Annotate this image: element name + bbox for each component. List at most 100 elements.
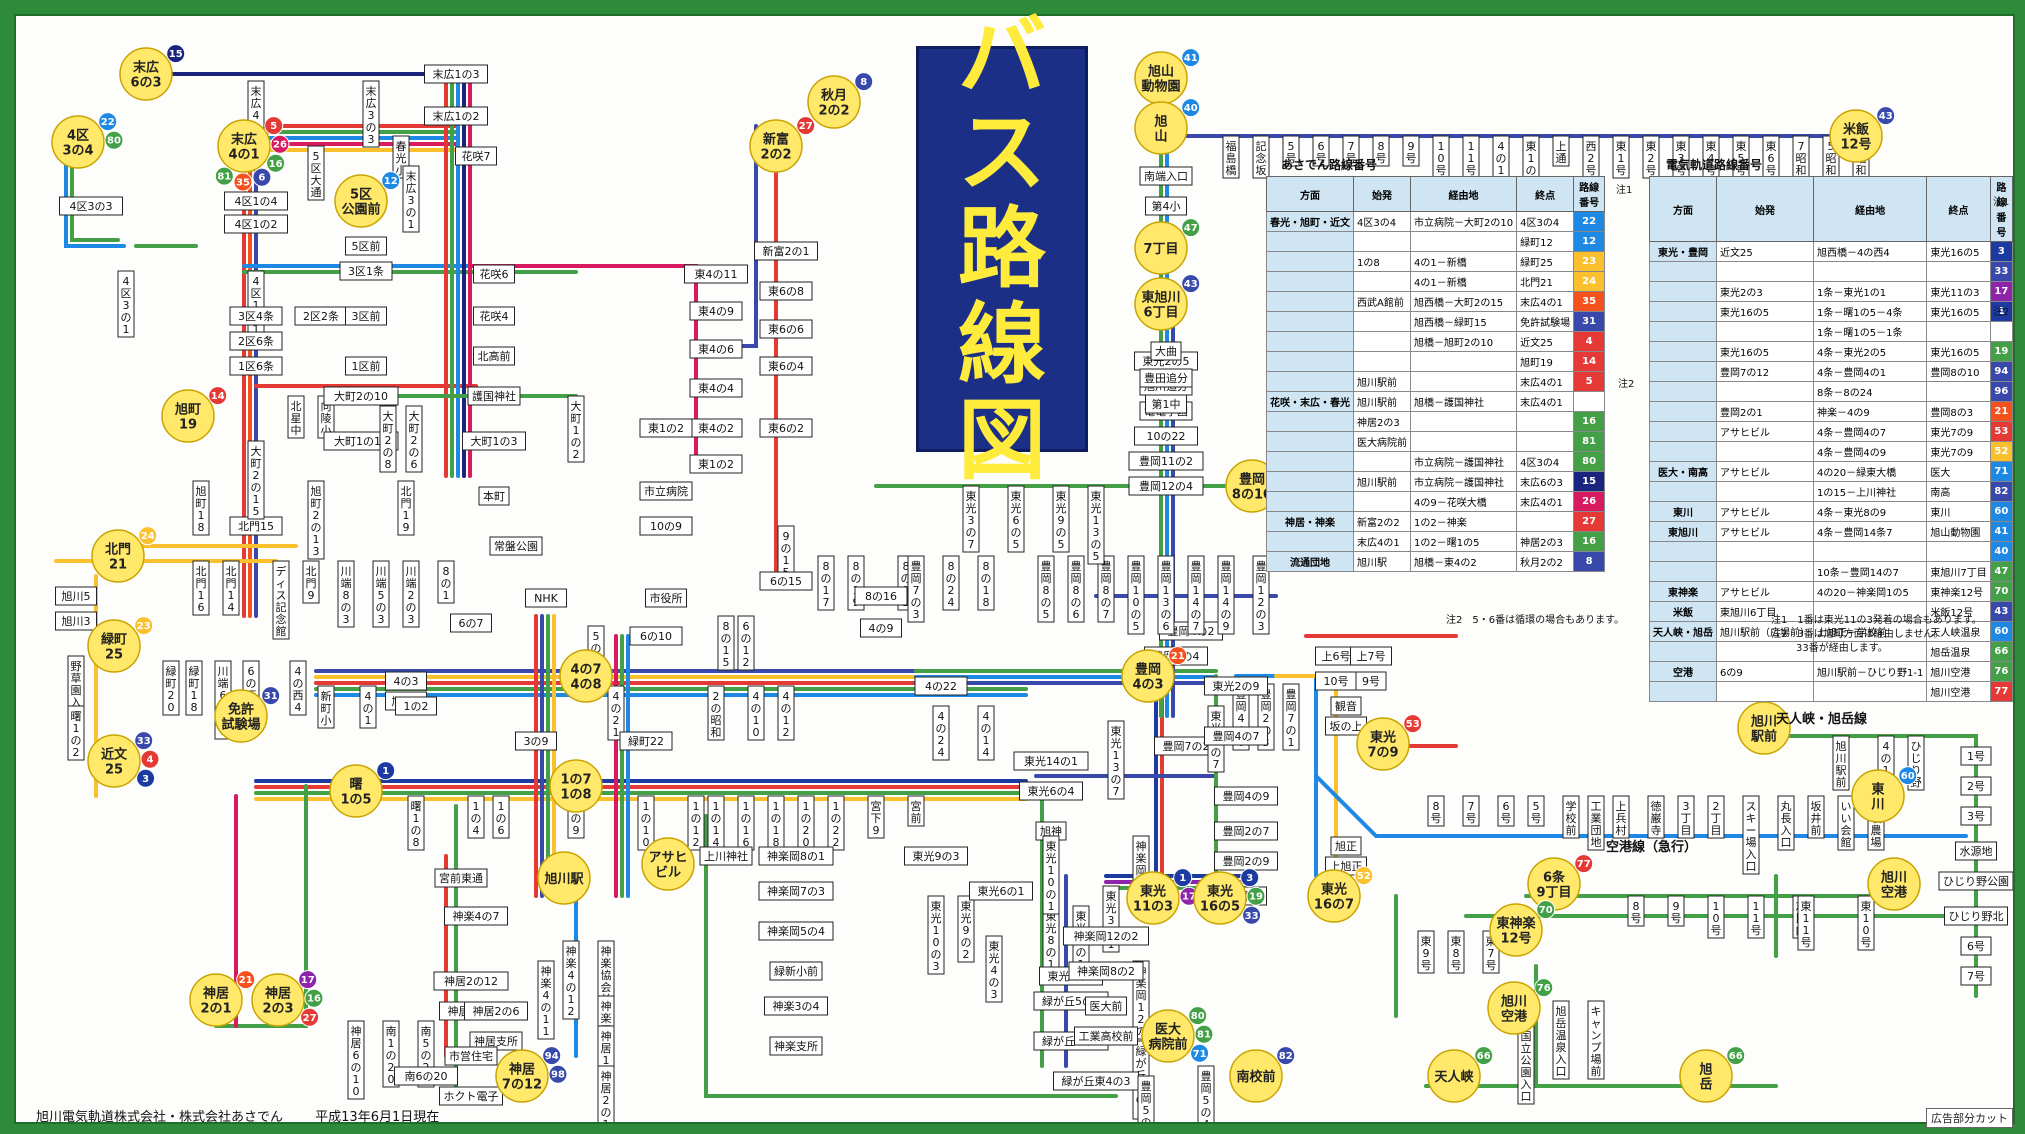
terminal-label: 4の8 [570, 678, 601, 693]
stop-label: 号 [1676, 164, 1687, 177]
bus-stop: 豊岡4の7 [1204, 726, 1268, 746]
stop-label: 入 [1746, 848, 1757, 861]
stop-label: 号 [1751, 924, 1762, 937]
table-cell: 空港 [1649, 661, 1717, 682]
stop-label: 旭川3 [62, 614, 91, 628]
stop-label: 曙 [411, 800, 422, 813]
stop-label: 居 [601, 1042, 612, 1055]
stop-label: 居 [601, 1082, 612, 1095]
stop-label: 3 [343, 613, 350, 626]
issue-date: 平成13年6月1日現在 [315, 1110, 440, 1125]
stop-label: 南 [386, 1025, 397, 1038]
route-number: 16 [269, 159, 283, 170]
route-number-badge: 1 [376, 761, 396, 781]
stop-label: 号 [1736, 164, 1747, 177]
stop-label: 0 [388, 1073, 395, 1086]
stop-label: 8 [443, 565, 450, 578]
table-row: 33 [1649, 261, 2014, 282]
bus-stop: 市立病院 [639, 481, 693, 501]
route-number-badge: 81 [214, 166, 234, 186]
route-number-badge: 3 [1240, 868, 1260, 888]
route-number-badge: 60 [1898, 766, 1918, 786]
bus-stop: 6の7 [450, 613, 492, 633]
col-header: 経由地 [1409, 176, 1518, 212]
stop-label: の [1221, 608, 1232, 621]
stop-label: 区 [311, 162, 322, 175]
bus-stop: 福島橋 [1222, 135, 1240, 179]
col-header: 始発 [1353, 176, 1411, 212]
map-sheet: 末広1の3末広1の2花咲7末広4の3末広3の35区大通春光小末広3の14区1の4… [14, 9, 2015, 1128]
stop-label: 号 [1646, 164, 1657, 177]
table-cell: 市立病院－大町2の10 [1409, 211, 1518, 232]
table-cell: 末広4の1 [1516, 371, 1575, 392]
route-number-badge: 43 [1181, 274, 1201, 294]
bus-stop: 神居2の10 [597, 1065, 615, 1122]
bus-stop: 7号 [1462, 795, 1480, 827]
stop-label: 旭正 [1335, 839, 1357, 853]
table-cell [1649, 381, 1717, 402]
bus-stop: 4区3の3 [59, 196, 123, 216]
bus-stop: 豊岡12の4 [1128, 476, 1204, 496]
stop-label: の [341, 601, 352, 614]
stop-label: 2 [573, 448, 580, 461]
stop-label: の [571, 436, 582, 449]
table-cell: 旭川空港 [1926, 681, 1991, 702]
stop-label: 入 [1521, 1078, 1532, 1091]
stop-label: 1 [603, 1054, 610, 1067]
bus-stop: NHK [525, 588, 567, 608]
table-cell: 末広4の1 [1516, 291, 1575, 312]
stop-label: 坂 [1811, 800, 1822, 813]
terminal-label: 神居 [203, 986, 229, 1002]
stop-label: 10の9 [650, 520, 682, 533]
stop-label: NHK [534, 592, 559, 605]
stop-label: 町 [166, 677, 177, 690]
stop-label: の [721, 632, 732, 645]
stop-label: 8 [1048, 934, 1055, 947]
stop-label: 1 [408, 218, 415, 231]
stop-label: 4 [983, 710, 990, 723]
stop-label: 2 [783, 726, 790, 739]
table-cell: 天人峡・旭岳 [1649, 621, 1717, 642]
stop-label: 8 [191, 701, 198, 714]
table-cell [1516, 511, 1575, 532]
table-cell [1649, 341, 1717, 362]
line-label-tenninkyo: 天人峡・旭岳線 [1776, 712, 1868, 727]
stop-label: 区 [121, 287, 132, 300]
table-cell [1812, 261, 1928, 282]
stop-label: 2区6条 [238, 334, 274, 348]
stop-label: の [601, 1106, 612, 1119]
stop-label: 4 [991, 964, 998, 977]
bus-stop: 9の15 [777, 525, 795, 581]
stop-label: の [741, 632, 752, 645]
stop-label: 光 [1111, 736, 1122, 750]
stop-label: 東 [1736, 140, 1747, 153]
stop-label: 本町 [483, 489, 505, 503]
stop-label: 福 [1226, 139, 1237, 153]
table-cell [1266, 231, 1354, 252]
stop-label: 岡 [1286, 700, 1297, 713]
bus-stop: 護国神社 [467, 386, 521, 406]
stop-label: 1 [743, 824, 750, 837]
stop-label: 2 [388, 1061, 395, 1074]
dentetsu-note-2: 注2 3番は旭町方面は経由しません。 [1771, 629, 1944, 640]
bus-stop: 神居2の6 [464, 1001, 528, 1021]
stop-label: 1 [1223, 584, 1230, 597]
stop-label: 8 [343, 589, 350, 602]
table-cell [1716, 441, 1814, 462]
stop-label: 念 [1256, 151, 1267, 165]
bus-stop: 東1号 [1612, 135, 1630, 179]
